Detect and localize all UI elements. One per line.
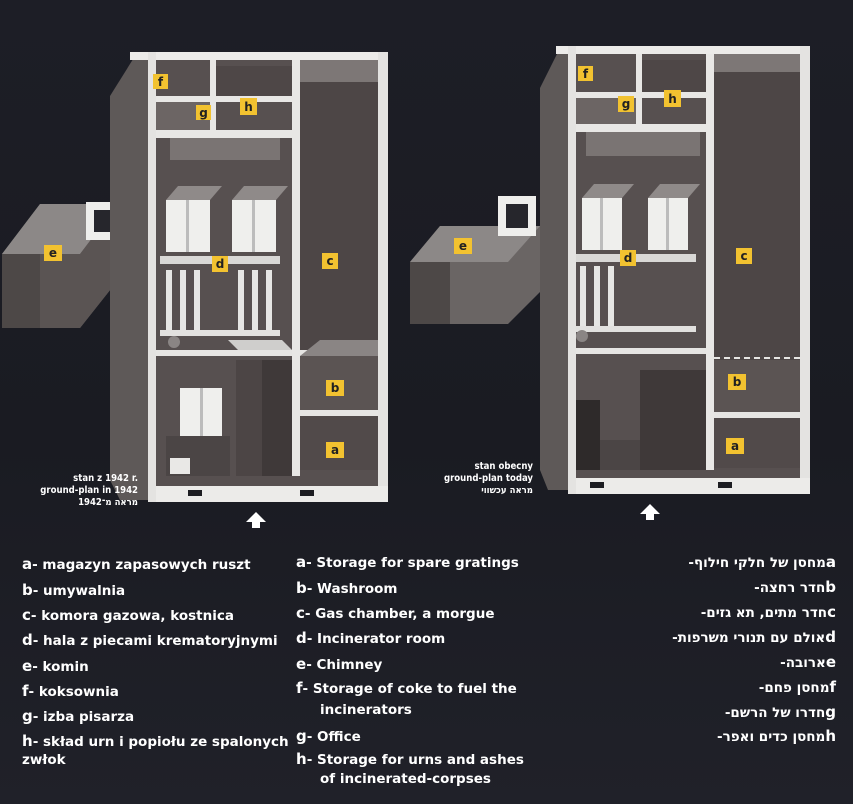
plan2-label-a: a [731,439,739,453]
legend-item: fמחסן פחם- [758,678,836,696]
plan2-label-c: c [740,249,747,263]
caption-polish: stan obecny [474,461,533,472]
caption-hebrew: מראה עכשווי [481,485,533,496]
legend-item: gחדרו של הרשם- [724,703,836,721]
plan1-label-c: c [326,254,333,268]
legend-item: dאולם עם תנורי משרפות- [672,628,836,646]
plan2-label-g: g [622,97,631,111]
legend-item: h- skład urn i popiołu ze spalonych [22,732,289,750]
caption-polish: stan z 1942 r. [73,473,138,484]
legend-item-continuation: incinerators [320,702,412,718]
ground-plan-1942: f g h d c e b a [2,52,388,528]
entrance-arrow-icon [246,512,266,528]
plan2-label-d: d [624,251,633,265]
legend-item: a- Storage for spare gratings [296,553,519,571]
plan-today-caption: stan obecny ground-plan today מראה עכשוו… [425,461,533,497]
legend-item: c- komora gazowa, kostnica [22,606,234,624]
plan1-label-d: d [216,257,225,271]
legend-item: f- koksownia [22,682,119,700]
legend-item: g- izba pisarza [22,707,135,725]
legend-hebrew: aמחסן של חלקי חילוף- bחדר רחצה- cחדר מתי… [560,553,836,753]
legend-item: b- Washroom [296,579,398,597]
caption-english: ground-plan in 1942 [40,485,138,496]
legend-item: e- komin [22,657,89,675]
legend-item: h- Storage for urns and ashes [296,750,524,768]
legend-item: d- hala z piecami krematoryjnymi [22,631,278,649]
plan-1942-caption: stan z 1942 r. ground-plan in 1942 מראה … [30,473,138,509]
legend-item: g- Office [296,727,361,745]
plan1-label-h: h [244,100,253,114]
legend-item-continuation: zwłok [22,752,66,768]
legend-english: a- Storage for spare gratings b- Washroo… [296,553,546,788]
plan1-label-e: e [49,246,57,260]
legend-item: f- Storage of coke to fuel the [296,679,517,697]
legend-item: aמחסן של חלקי חילוף- [688,553,836,571]
caption-hebrew: מראה מ־1942 [78,497,138,508]
ground-plan-today: f g h d c e b a [410,46,810,520]
plan2-label-b: b [733,375,742,389]
legend-polish: a- magazyn zapasowych ruszt b- umywalnia… [22,555,292,775]
legend-item: bחדר רחצה- [754,578,836,596]
legend-item: eארובה- [780,653,836,671]
legend-item: a- magazyn zapasowych ruszt [22,555,251,573]
plan1-label-g: g [199,106,208,120]
legend-item-continuation: of incinerated-corpses [320,771,491,787]
entrance-arrow-icon [640,504,660,520]
plan1-label-f: f [158,75,164,89]
plan2-label-e: e [459,239,467,253]
legend-item: c- Gas chamber, a morgue [296,604,495,622]
plan2-label-h: h [668,92,677,106]
caption-english: ground-plan today [443,473,533,484]
plan2-label-f: f [583,67,589,81]
legend-item: d- Incinerator room [296,629,446,647]
ground-plans: f g h d c e b a [2,46,810,528]
legend-item: b- umywalnia [22,581,126,599]
legend-item: cחדר מתים, תא גזים- [700,603,836,621]
legend-item: e- Chimney [296,655,383,673]
legend-item: hמחסן כדים ואפר- [717,727,836,745]
plan1-label-b: b [331,381,340,395]
plan1-label-a: a [331,443,339,457]
